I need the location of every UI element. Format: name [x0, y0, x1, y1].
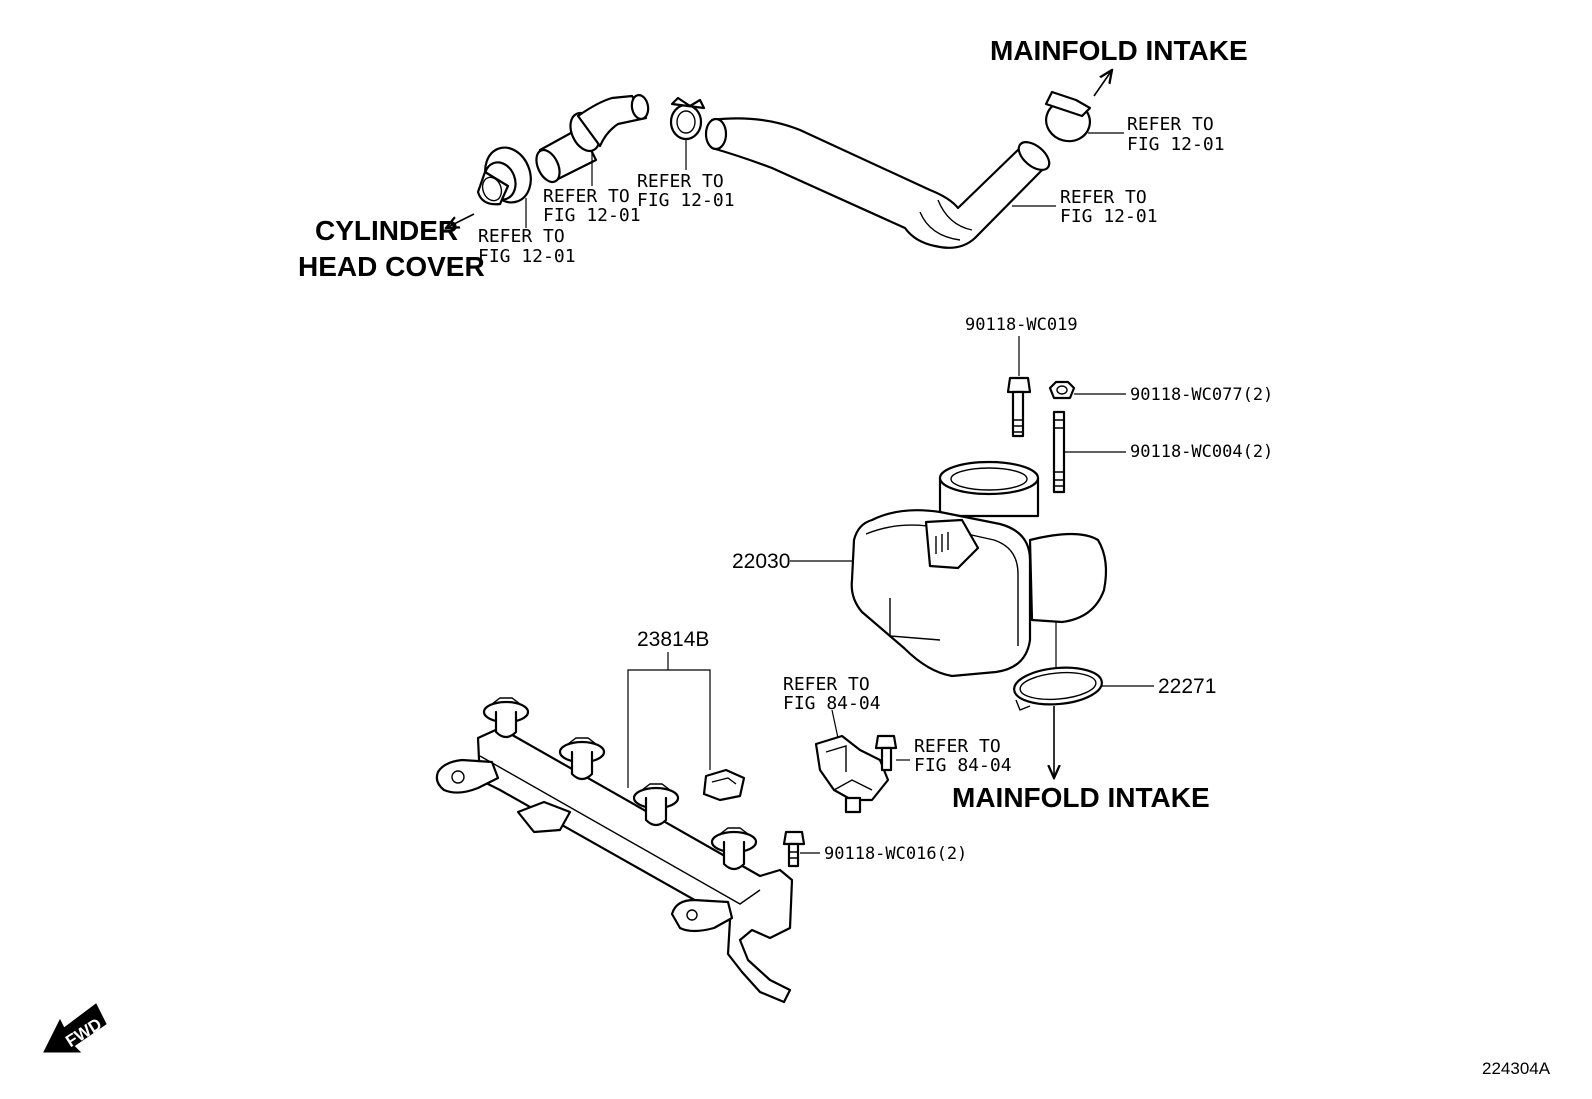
refer-label-sensor: REFER TO FIG 84-04 — [783, 674, 881, 739]
refer-label-hose: REFER TO FIG 12-01 — [1012, 187, 1158, 227]
sensor-bolt-part[interactable] — [874, 734, 898, 772]
mainfold-intake-label-top: MAINFOLD INTAKE — [990, 35, 1248, 66]
insulator-3-part[interactable] — [632, 783, 680, 827]
nut-wc077-part[interactable] — [1048, 380, 1076, 400]
svg-text:FIG 12-01: FIG 12-01 — [1060, 206, 1158, 227]
part-number-22271: 22271 — [1158, 675, 1216, 698]
svg-text:REFER TO: REFER TO — [478, 226, 565, 247]
refer-label-sensor-bolt: REFER TO FIG 84-04 — [896, 736, 1012, 776]
svg-text:FIG 84-04: FIG 84-04 — [914, 755, 1012, 776]
svg-text:FIG 12-01: FIG 12-01 — [543, 205, 641, 226]
svg-text:FIG 84-04: FIG 84-04 — [783, 693, 881, 714]
svg-text:FIG 12-01: FIG 12-01 — [478, 246, 576, 267]
fwd-arrow-icon: FWD — [43, 1003, 107, 1053]
part-number-90118-wc016: 90118-WC016(2) — [824, 844, 967, 864]
throttle-body-part[interactable] — [850, 460, 1108, 678]
part-number-90118-wc019: 90118-WC019 — [965, 315, 1078, 335]
bolt-wc016-part[interactable] — [782, 830, 806, 868]
refer-label-grommet: REFER TO FIG 12-01 — [478, 198, 576, 267]
svg-text:FIG 12-01: FIG 12-01 — [1127, 134, 1225, 155]
svg-text:REFER TO: REFER TO — [543, 186, 630, 207]
cylinder-label-line1: CYLINDER — [315, 215, 458, 246]
insulator-4-part[interactable] — [710, 827, 758, 871]
pressure-sensor-part[interactable] — [814, 734, 890, 814]
mainfold-intake-label-bottom: MAINFOLD INTAKE — [952, 782, 1210, 813]
refer-label-clamp: REFER TO FIG 12-01 — [637, 140, 735, 211]
hose-clamp-right-part[interactable] — [1042, 90, 1095, 146]
refer-label-right-clamp: REFER TO FIG 12-01 — [1088, 114, 1225, 155]
figure-id-label: 224304A — [1482, 1059, 1551, 1078]
head-cover-label-line2: HEAD COVER — [298, 251, 485, 282]
svg-text:REFER TO: REFER TO — [1127, 114, 1214, 135]
ventilation-hose-part[interactable] — [704, 117, 1054, 249]
part-number-23814b: 23814B — [637, 628, 709, 651]
insulator-loose-part[interactable] — [702, 768, 746, 802]
svg-text:REFER TO: REFER TO — [783, 674, 870, 695]
gasket-22271-part[interactable] — [1013, 664, 1104, 711]
svg-text:REFER TO: REFER TO — [637, 171, 724, 192]
part-number-90118-wc004: 90118-WC004(2) — [1130, 442, 1273, 462]
part-number-22030: 22030 — [732, 550, 790, 573]
hose-clamp-part[interactable] — [669, 96, 706, 141]
insulator-1-part[interactable] — [482, 697, 530, 739]
svg-text:FIG 12-01: FIG 12-01 — [637, 190, 735, 211]
svg-text:REFER TO: REFER TO — [914, 736, 1001, 757]
part-number-90118-wc077: 90118-WC077(2) — [1130, 385, 1273, 405]
grommet-part[interactable] — [476, 141, 538, 209]
bolt-wc019-part[interactable] — [1006, 376, 1032, 438]
refer-label-pcv-valve: REFER TO FIG 12-01 — [543, 150, 641, 226]
svg-text:REFER TO: REFER TO — [1060, 187, 1147, 208]
stud-wc004-part[interactable] — [1052, 410, 1066, 494]
insulator-2-part[interactable] — [558, 737, 606, 781]
fuel-delivery-pipe-part[interactable] — [435, 726, 794, 1004]
pcv-valve-part[interactable] — [532, 94, 650, 186]
